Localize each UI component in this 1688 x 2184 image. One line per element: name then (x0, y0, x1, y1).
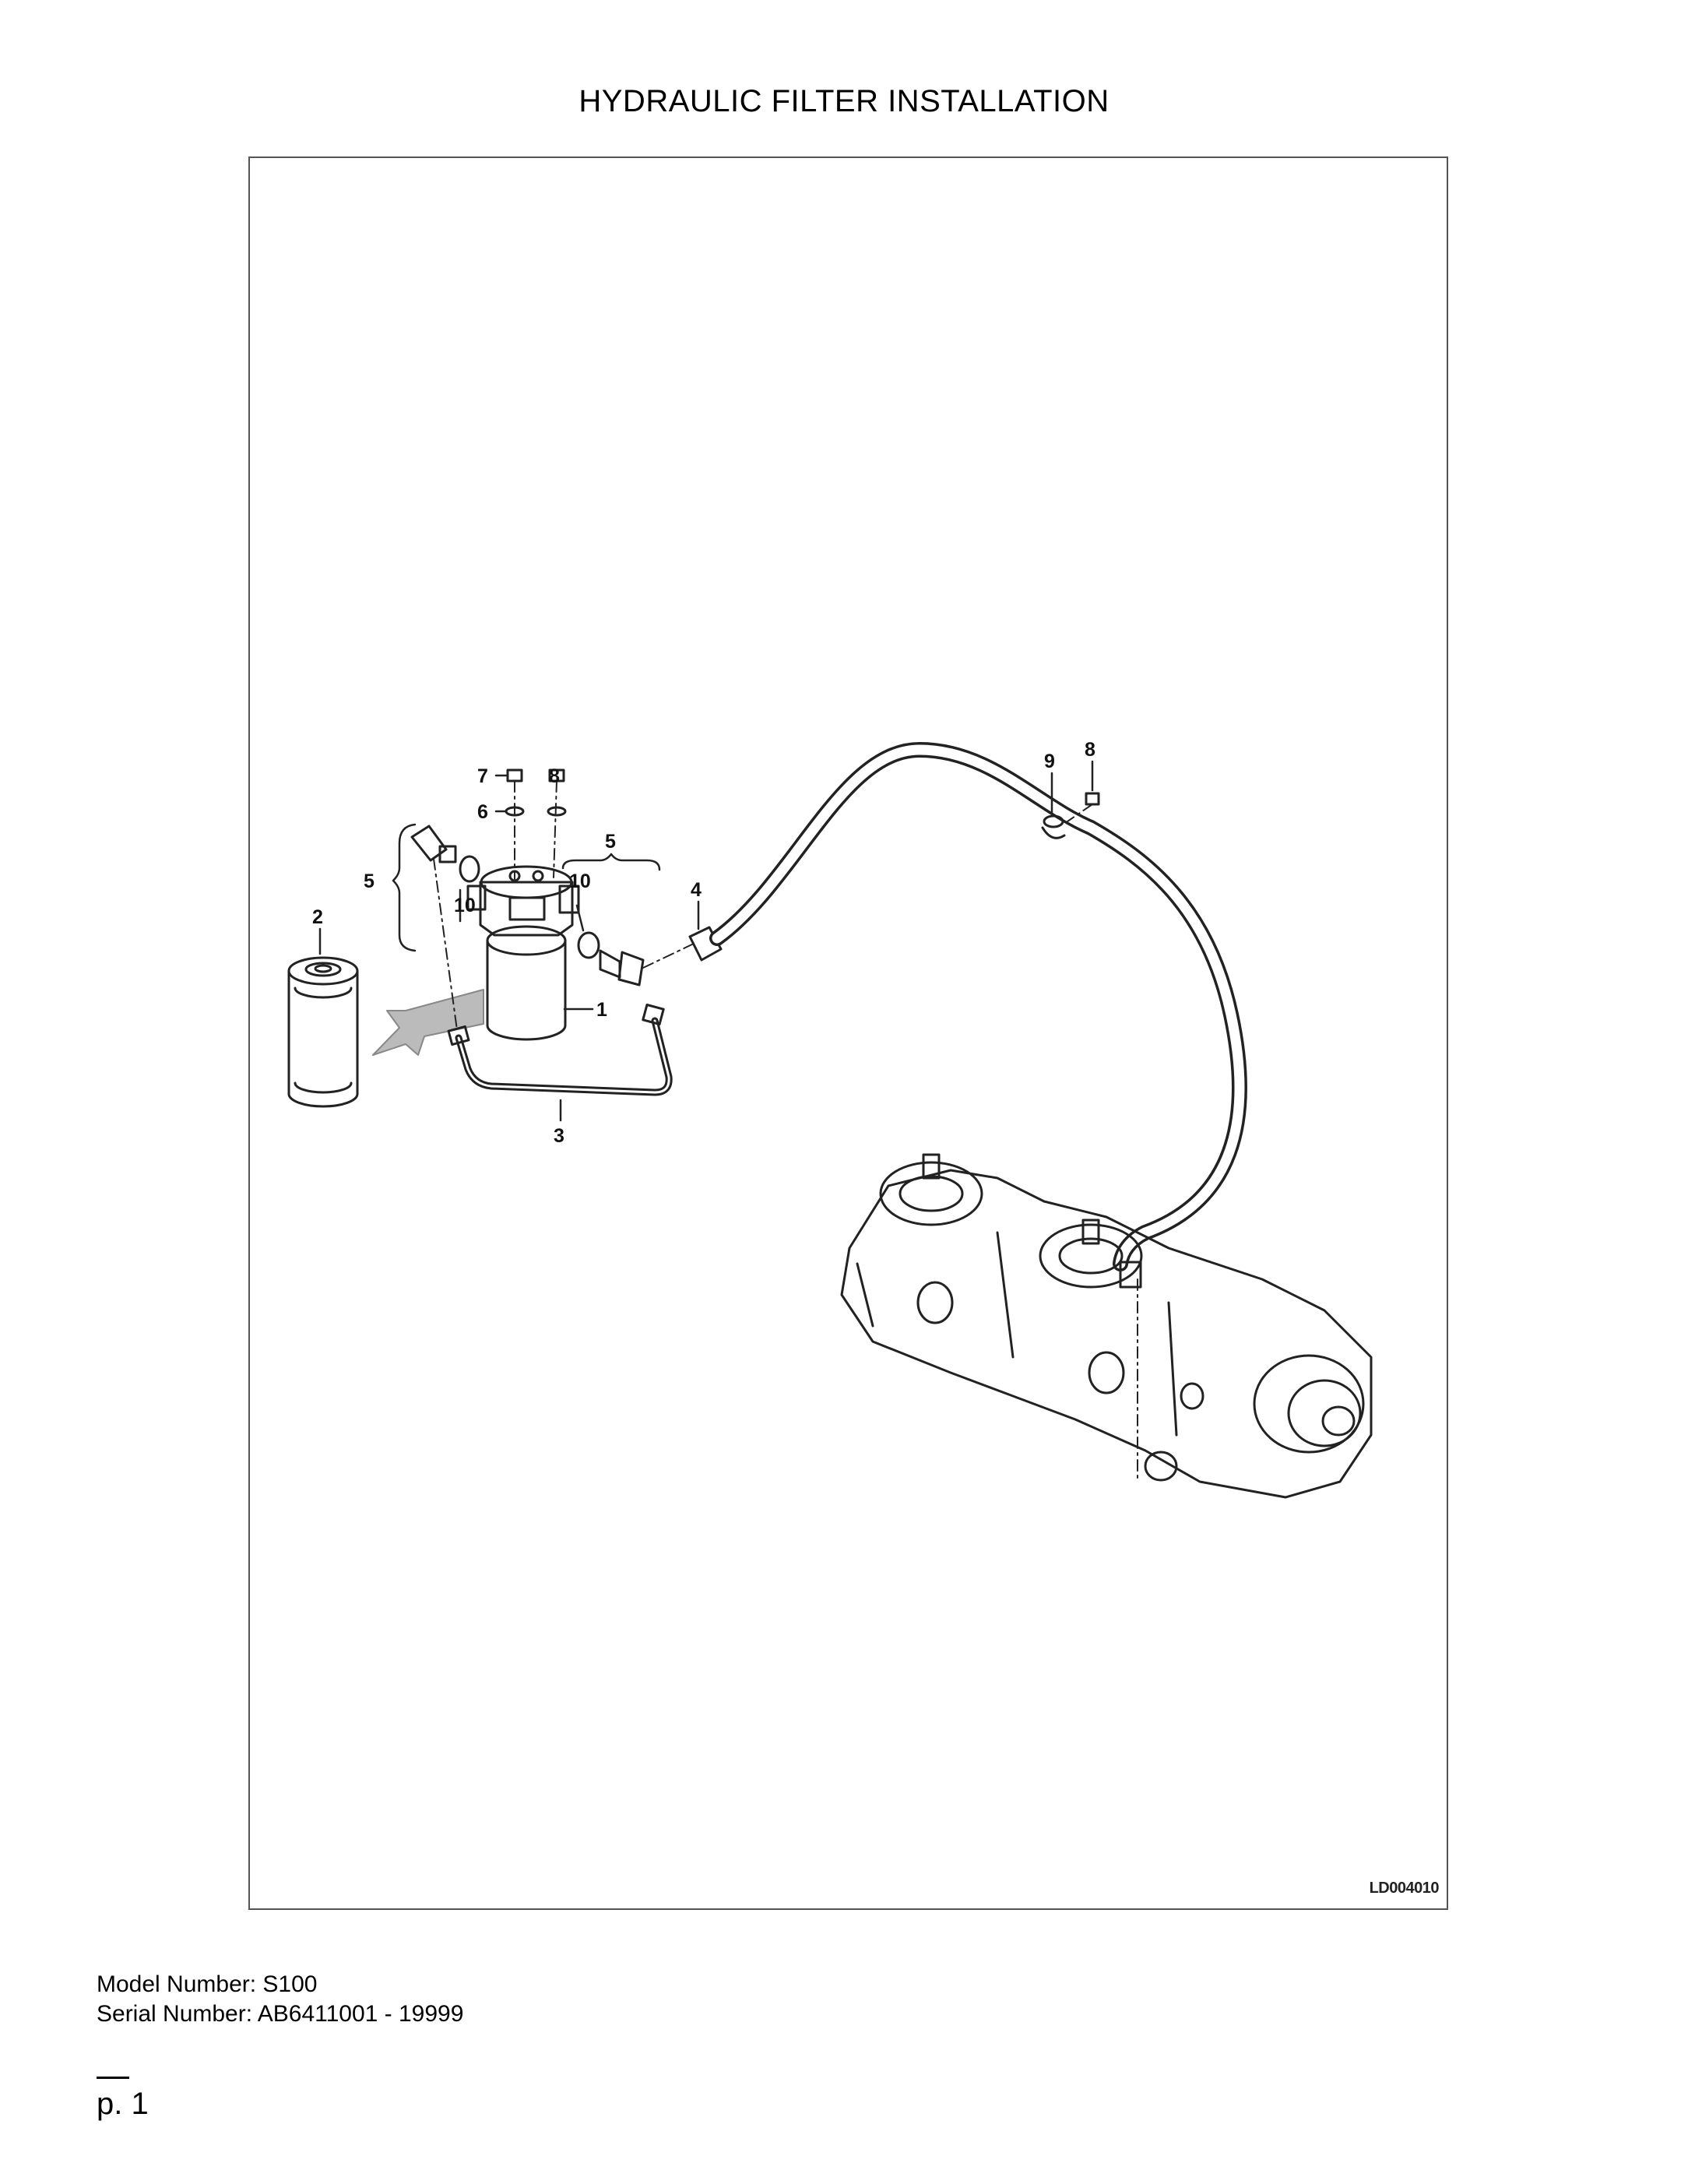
callout-4: 4 (691, 879, 702, 901)
inlet-fitting (410, 825, 480, 883)
callout-8: 8 (549, 765, 560, 787)
callout-6: 6 (477, 801, 488, 823)
model-number: Model Number: S100 (97, 1971, 318, 1997)
alignment-lines (433, 780, 1138, 1482)
callout-10-right: 10 (569, 870, 591, 892)
callout-1: 1 (596, 999, 607, 1021)
hose-clamp (1041, 792, 1100, 839)
page-divider (97, 2077, 129, 2079)
callout-numbers: 7 6 8 5 5 10 10 2 1 4 3 9 8 (312, 739, 1095, 1147)
callout-9: 9 (1044, 751, 1055, 772)
return-tube (447, 1003, 673, 1096)
callout-5-right: 5 (605, 831, 616, 853)
hydraulic-pump (840, 1153, 1373, 1499)
callout-8-hose: 8 (1085, 739, 1095, 761)
model-info: Model Number: S100 Serial Number: AB6411… (97, 1970, 463, 2029)
filter-element (287, 956, 359, 1108)
callout-5-left: 5 (364, 870, 375, 892)
outlet-fitting (577, 931, 645, 986)
hose-end-fitting (688, 926, 723, 962)
exploded-view-drawing: 7 6 8 5 5 10 10 2 1 4 3 9 8 (287, 739, 1373, 1499)
serial-number: Serial Number: AB6411001 - 19999 (97, 2001, 464, 2027)
page-number: p. 1 (97, 2087, 149, 2121)
removal-arrow (372, 989, 484, 1056)
filter-housing (466, 865, 580, 1041)
parts-diagram: 7 6 8 5 5 10 10 2 1 4 3 9 8 LD004010 (248, 157, 1448, 1910)
callout-7: 7 (477, 765, 488, 787)
leader-lines (318, 760, 1094, 1122)
callout-2: 2 (312, 906, 323, 928)
callout-3: 3 (554, 1125, 564, 1147)
callout-10-left: 10 (454, 895, 476, 916)
image-reference-code: LD004010 (1369, 1880, 1440, 1897)
page-title: HYDRAULIC FILTER INSTALLATION (578, 84, 1110, 118)
hydraulic-hose (709, 742, 1247, 1271)
